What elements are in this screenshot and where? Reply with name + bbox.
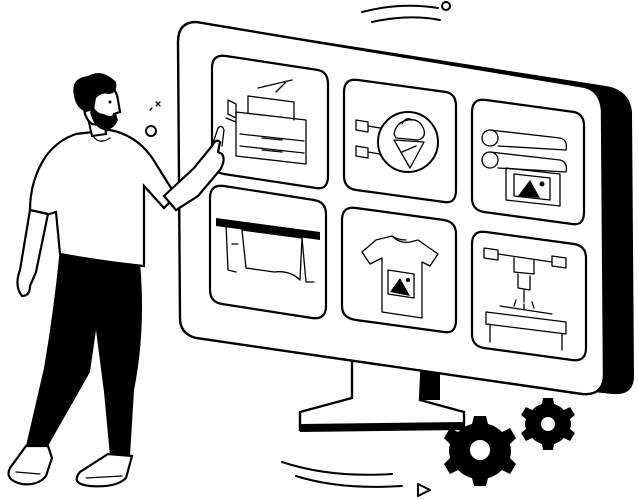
tile-office-copier[interactable] — [210, 54, 330, 190]
roll-image-printer-icon — [481, 129, 568, 207]
tile-roll-printer[interactable] — [470, 98, 586, 226]
tile-tshirt[interactable] — [340, 206, 458, 334]
motion-lines-top — [361, 1, 451, 23]
office-copier-icon — [225, 79, 307, 165]
tile-plotter[interactable] — [208, 184, 328, 320]
wide-format-plotter-icon — [216, 218, 320, 283]
tshirt-print-icon — [361, 235, 439, 319]
ice-cream-dispenser-icon — [355, 111, 439, 173]
motion-lines-bottom — [281, 461, 431, 497]
gear-icon — [444, 416, 516, 486]
gear-small-icon — [521, 398, 575, 450]
tile-ice-cream[interactable] — [342, 78, 458, 204]
sparkle-icon — [145, 101, 161, 137]
tile-flatbed-printer[interactable] — [470, 230, 588, 362]
flatbed-uv-printer-icon — [483, 247, 567, 351]
person-pointing — [7, 73, 225, 488]
